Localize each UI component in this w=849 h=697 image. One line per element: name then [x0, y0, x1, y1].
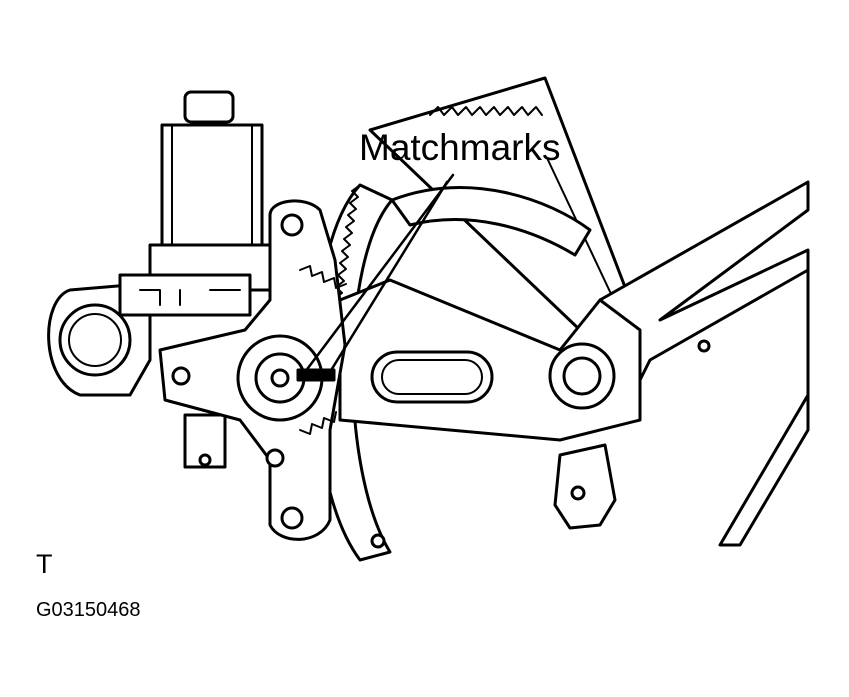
view-letter: T	[36, 549, 53, 579]
matchmarks-callout-label: Matchmarks	[359, 127, 561, 168]
lift-arm	[338, 278, 642, 442]
arm-slot	[370, 350, 494, 404]
gearbox-plate	[158, 199, 347, 541]
motor-connector	[47, 273, 252, 397]
motor-cap	[183, 90, 235, 124]
matchmarks-leaders	[303, 173, 455, 374]
matchmark-notch	[296, 368, 336, 382]
figure-code: G03150468	[36, 599, 141, 621]
pinion-teeth	[299, 265, 347, 435]
